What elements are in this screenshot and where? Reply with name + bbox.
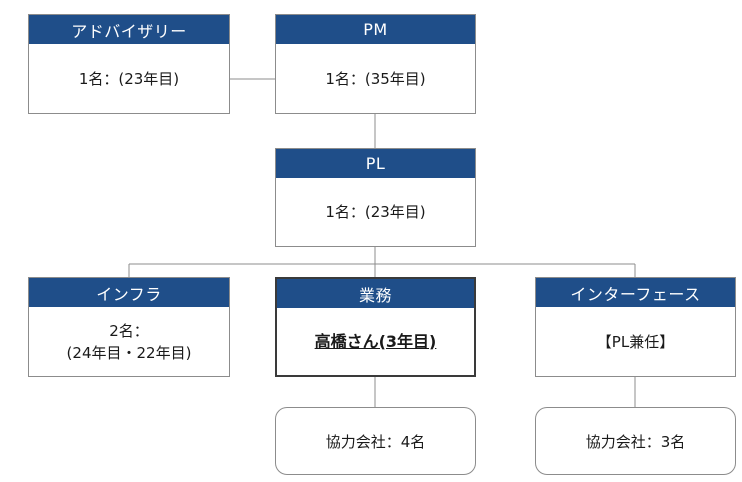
node-advisory: アドバイザリー 1名：(23年目) <box>28 14 230 114</box>
node-infra-body-line1: 2名： <box>109 321 149 340</box>
node-advisory-body: 1名：(23年目) <box>78 69 180 88</box>
node-infra-body-line2: (24年目・22年目) <box>66 343 192 362</box>
node-infra: インフラ 2名： (24年目・22年目) <box>28 277 230 377</box>
node-advisory-title: アドバイザリー <box>29 15 229 44</box>
node-business-body: 高橋さん(3年目) <box>314 331 437 351</box>
node-interface-body: 【PL兼任】 <box>596 332 675 351</box>
node-pl-body: 1名：(23年目) <box>325 203 426 221</box>
node-infra-title: インフラ <box>29 278 229 307</box>
node-pm: PM 1名：(35年目) <box>275 14 476 114</box>
node-business: 業務 高橋さん(3年目) <box>275 277 476 377</box>
node-infra-body: 2名： (24年目・22年目) <box>29 307 229 376</box>
node-interface: インターフェース 【PL兼任】 <box>535 277 736 377</box>
node-pl: PL 1名：(23年目) <box>275 148 476 247</box>
node-pl-title: PL <box>276 149 475 178</box>
partner-business: 協力会社：4名 <box>275 407 476 475</box>
node-interface-title: インターフェース <box>536 278 735 307</box>
partner-interface: 協力会社：3名 <box>535 407 736 475</box>
node-pm-title: PM <box>276 15 475 44</box>
node-business-title: 業務 <box>277 279 474 308</box>
node-pm-body: 1名：(35年目) <box>325 69 426 88</box>
